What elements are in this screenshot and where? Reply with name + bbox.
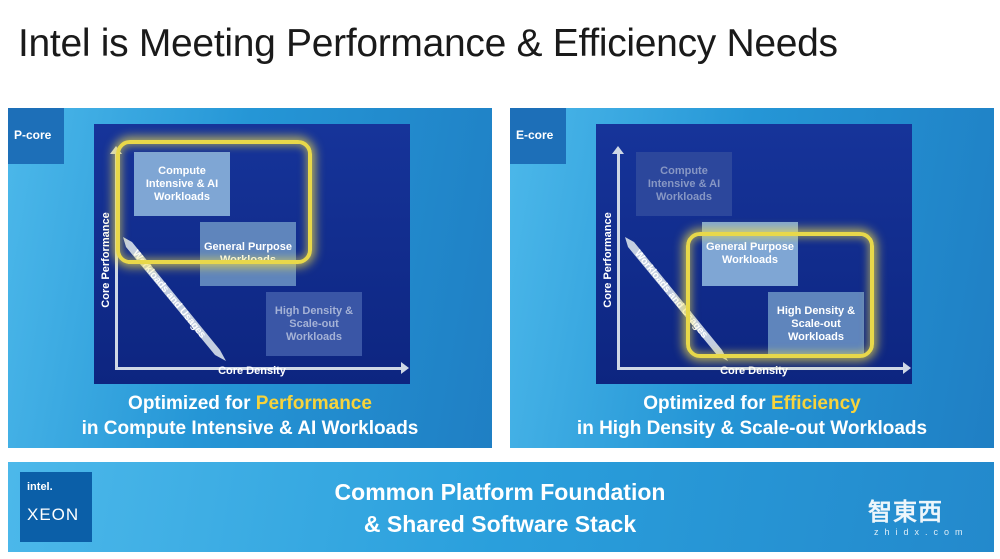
watermark-sub: zhidx.com: [874, 527, 969, 537]
diagonal-arrow-icon: [123, 237, 226, 361]
diagonal-arrow-icon: [625, 237, 728, 361]
p-core-caption: Optimized for Performance in Compute Int…: [8, 391, 492, 441]
platform-banner: intel. XEON Common Platform Foundation &…: [8, 462, 994, 552]
platform-text: Common Platform Foundation & Shared Soft…: [0, 476, 1000, 540]
caption-line-2: in Compute Intensive & AI Workloads: [81, 418, 419, 439]
e-core-panel: E-core Core Performance Core Density Wor…: [510, 108, 994, 448]
efficiency-highlight: [686, 232, 874, 358]
y-axis: [612, 146, 624, 368]
box-high-density: High Density & Scale-out Workloads: [266, 292, 362, 356]
x-axis-label: Core Density: [720, 365, 788, 377]
caption-prefix: Optimized for: [643, 393, 771, 414]
caption-accent: Performance: [255, 393, 372, 414]
watermark-main: 智東西: [868, 498, 943, 526]
e-core-tag: E-core: [510, 108, 566, 164]
p-core-panel: P-core Core Performance Core Density Wor…: [8, 108, 492, 448]
p-core-tag: P-core: [8, 108, 64, 164]
x-axis-label: Core Density: [218, 365, 286, 377]
box-high-density: High Density & Scale-out Workloads: [768, 292, 864, 356]
xeon-wordmark: XEON: [27, 505, 80, 524]
intel-xeon-logo: intel. XEON: [20, 472, 92, 542]
caption-accent: Efficiency: [770, 393, 861, 414]
box-compute-intensive: Compute Intensive & AI Workloads: [134, 152, 230, 216]
x-axis: [617, 362, 911, 374]
box-general-purpose: General Purpose Workloads: [200, 222, 296, 286]
box-compute-intensive: Compute Intensive & AI Workloads: [636, 152, 732, 216]
intel-wordmark: intel.: [27, 481, 53, 493]
platform-line-1: Common Platform Foundation: [334, 479, 666, 505]
platform-line-2: & Shared Software Stack: [363, 511, 637, 537]
page-title: Intel is Meeting Performance & Efficienc…: [18, 22, 838, 65]
performance-highlight: [116, 140, 312, 264]
e-core-caption: Optimized for Efficiency in High Density…: [510, 391, 994, 441]
caption-prefix: Optimized for: [128, 393, 256, 414]
e-core-chart: Core Performance Core Density Workloads …: [596, 124, 912, 384]
x-axis: [115, 362, 409, 374]
zhidx-watermark: 智東西 zhidx.com: [868, 492, 988, 540]
p-core-chart: Core Performance Core Density Workloads …: [94, 124, 410, 384]
caption-line-2: in High Density & Scale-out Workloads: [576, 418, 928, 439]
